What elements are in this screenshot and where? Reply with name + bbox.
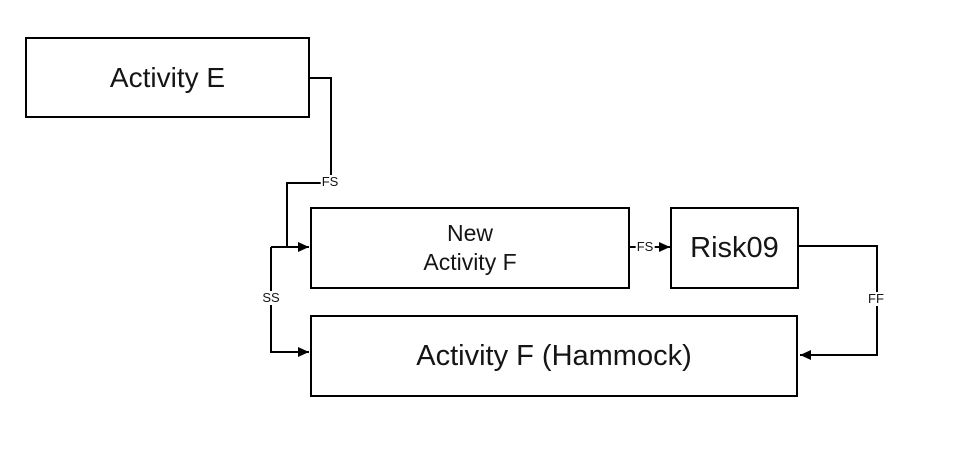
- node-risk09: Risk09: [670, 207, 799, 289]
- connector-label-ff: FF: [867, 291, 885, 306]
- node-activity-e-label: Activity E: [109, 61, 226, 93]
- connector-ss-to-hammock: [270, 247, 309, 357]
- node-new-activity-f: New Activity F: [310, 207, 630, 289]
- node-activity-f-hammock: Activity F (Hammock): [310, 315, 798, 397]
- connector-label-ss: SS: [261, 290, 281, 305]
- node-activity-f-hammock-label: Activity F (Hammock): [416, 339, 692, 372]
- connector-label-fs-activity-e: FS: [320, 174, 340, 189]
- node-risk09-label: Risk09: [690, 231, 779, 264]
- connector-ff-to-hammock: [798, 245, 878, 360]
- node-new-activity-f-label-line2: Activity F: [423, 249, 517, 275]
- node-new-activity-f-label-line1: New: [446, 220, 493, 246]
- node-activity-e: Activity E: [25, 37, 310, 118]
- connector-label-fs-risk09: FS: [635, 239, 655, 254]
